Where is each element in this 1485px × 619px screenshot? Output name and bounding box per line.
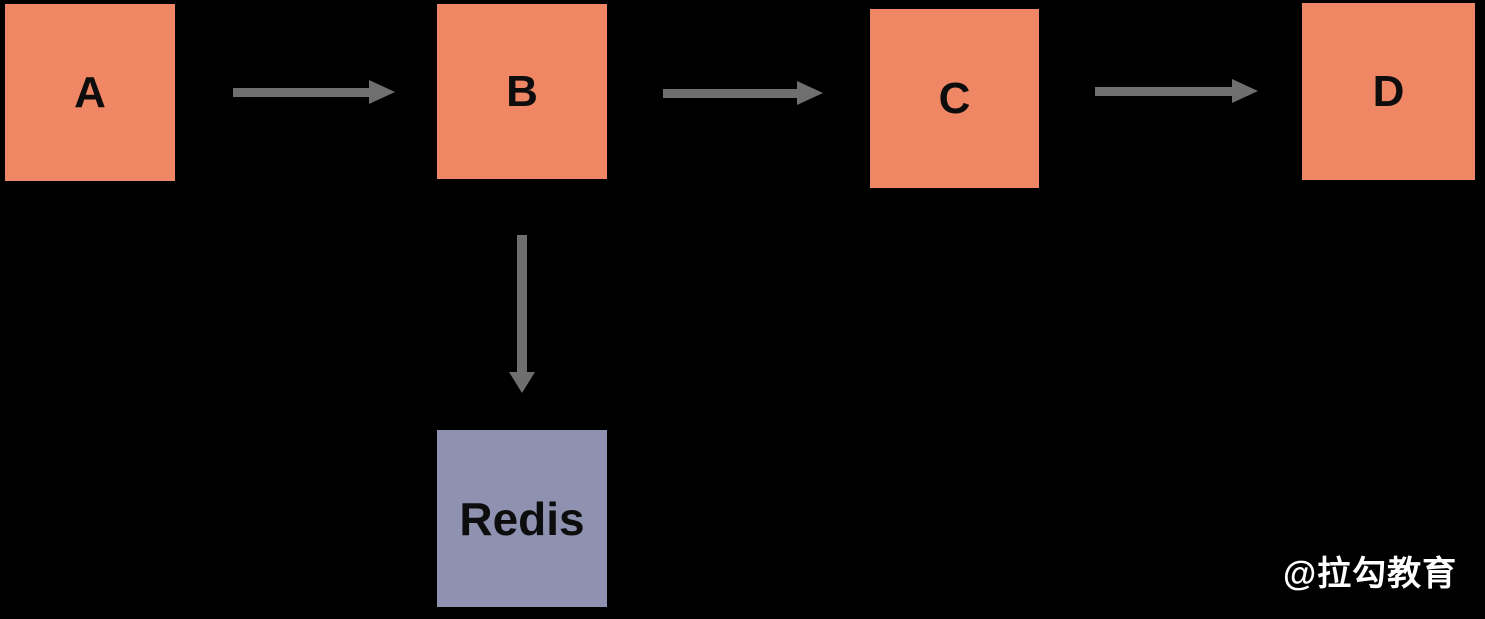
node-c-label: C xyxy=(938,73,971,123)
arrow-down-icon xyxy=(509,372,535,393)
arrow-right-icon xyxy=(369,80,395,104)
watermark: @拉勾教育 xyxy=(1283,555,1458,593)
node-d-label: D xyxy=(1372,66,1405,116)
arrow-shaft xyxy=(233,88,369,97)
node-a-label: A xyxy=(74,67,106,117)
node-redis-label: Redis xyxy=(459,492,585,545)
arrow-shaft xyxy=(663,89,797,98)
node-b-label: B xyxy=(506,66,538,116)
node-d: D xyxy=(1302,3,1475,180)
node-c: C xyxy=(870,9,1039,188)
node-a: A xyxy=(5,4,175,181)
node-redis: Redis xyxy=(437,430,607,607)
arrow-right-icon xyxy=(1232,79,1258,103)
arrow-shaft xyxy=(1095,87,1232,96)
arrow-shaft xyxy=(517,235,527,372)
node-b: B xyxy=(437,4,607,179)
arrow-right-icon xyxy=(797,81,823,105)
